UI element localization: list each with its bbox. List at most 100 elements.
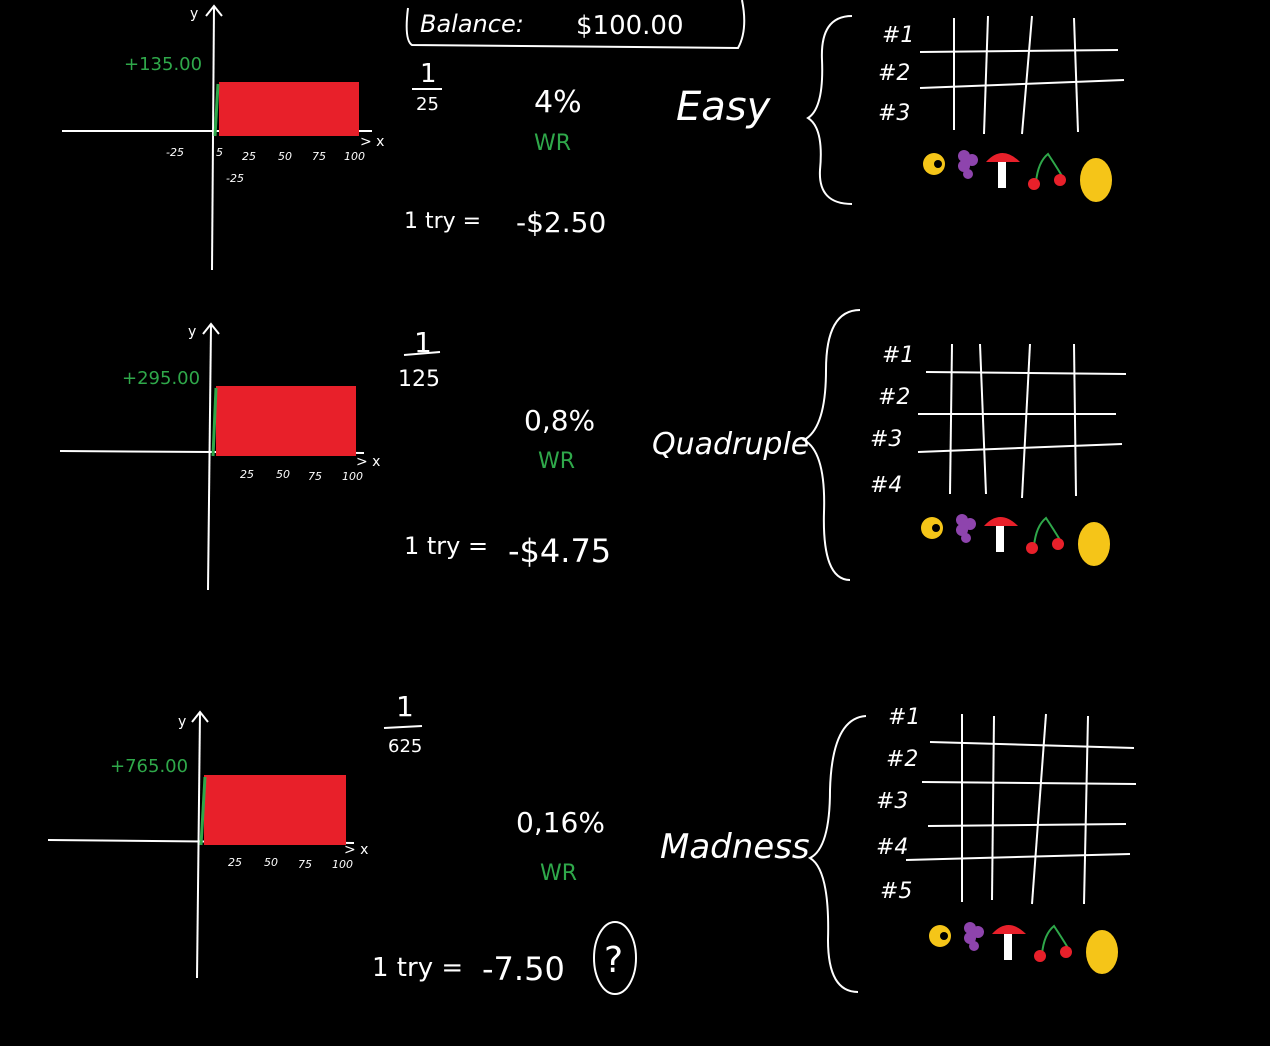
x-tick: 25	[240, 468, 254, 481]
x-tick: 100	[342, 470, 363, 483]
payout-chart-easy: y > x +135.00 -25 5 25 50 75 100 -25	[62, 4, 384, 271]
x-tick: 5	[216, 146, 223, 159]
x-tick: 75	[308, 470, 322, 483]
try-cost: -$2.50	[516, 206, 606, 239]
row-label: #2	[878, 385, 910, 410]
mode-label: Quadruple	[652, 427, 809, 462]
reel-grid-easy: #1 #2 #3	[878, 15, 1125, 135]
payout-line	[199, 776, 207, 846]
reel-grid-quadruple: #1 #2 #3 #4	[870, 343, 1127, 499]
mode-label: Madness	[660, 827, 810, 867]
max-payout-label: +295.00	[122, 368, 200, 389]
odds-denominator: 125	[398, 367, 440, 392]
y-axis-label: y	[188, 324, 196, 340]
row-label: #1	[882, 23, 914, 48]
loss-area-bar	[219, 82, 359, 136]
payout-chart-madness: y > x +765.00 25 50 75 100	[47, 710, 368, 979]
y-axis-label: y	[190, 6, 198, 22]
row-label: #3	[878, 101, 910, 126]
try-label: 1 try =	[372, 953, 463, 983]
bell-icon	[923, 153, 945, 175]
question-mark-circle: ?	[593, 921, 637, 995]
row-label: #5	[880, 879, 912, 904]
mushroom-icon	[984, 517, 1018, 552]
y-axis	[211, 5, 215, 271]
question-mark: ?	[604, 940, 623, 981]
grapes-icon	[958, 150, 978, 179]
reel-grid-madness: #1 #2 #3 #4 #5	[876, 705, 1137, 905]
odds-numerator: 1	[414, 326, 432, 359]
lemon-icon	[1078, 522, 1110, 566]
y-axis	[196, 711, 201, 979]
x-tick: 50	[264, 856, 278, 869]
cherry-icon	[1028, 152, 1066, 190]
symbol-row	[921, 514, 1110, 566]
wr-label: WR	[540, 861, 577, 886]
fraction-bar	[403, 351, 441, 356]
row-label: #4	[876, 835, 908, 860]
payout-line	[211, 387, 218, 457]
x-tick: -25	[166, 146, 184, 159]
x-tick: 50	[276, 468, 290, 481]
cherry-icon	[1034, 924, 1072, 962]
x-tick: 100	[344, 150, 365, 163]
try-label: 1 try =	[404, 532, 488, 560]
x-tick: 25	[228, 856, 242, 869]
balance-box: Balance: $100.00	[405, 0, 746, 50]
payout-chart-quadruple: y > x +295.00 25 50 75 100	[59, 322, 380, 591]
x-tick: 100	[332, 858, 353, 871]
grapes-icon	[964, 922, 984, 951]
lemon-icon	[1080, 158, 1112, 202]
odds-numerator: 1	[420, 59, 437, 89]
section-quadruple: y > x +295.00 25 50 75 100 1 125 0,8% WR…	[59, 309, 1127, 591]
brace	[806, 15, 853, 205]
x-axis-label: > x	[360, 134, 384, 150]
section-madness: y > x +765.00 25 50 75 100 1 625 0,16% W…	[47, 690, 1137, 995]
try-cost: -7.50	[482, 950, 565, 988]
y-axis-label: y	[178, 714, 186, 730]
symbol-row	[923, 150, 1112, 202]
symbol-row	[929, 922, 1118, 974]
bell-icon	[921, 517, 943, 539]
payout-line	[213, 83, 220, 137]
x-axis-label: > x	[356, 454, 380, 470]
mushroom-icon	[992, 925, 1026, 960]
y-arrow	[202, 322, 220, 335]
try-cost: -$4.75	[508, 532, 611, 570]
y-tick: -25	[226, 172, 244, 185]
row-label: #2	[886, 747, 918, 772]
bell-icon	[929, 925, 951, 947]
odds-denominator: 625	[388, 736, 422, 757]
wr-label: WR	[534, 131, 571, 156]
mushroom-icon	[986, 153, 1020, 188]
wr-label: WR	[538, 449, 575, 474]
balance-value: $100.00	[576, 11, 684, 41]
win-rate: 0,16%	[516, 806, 605, 839]
win-rate: 0,8%	[524, 404, 595, 437]
row-label: #1	[882, 343, 914, 368]
brace	[807, 715, 867, 993]
x-tick: 50	[278, 150, 292, 163]
loss-area-bar	[204, 775, 346, 845]
row-label: #2	[878, 61, 910, 86]
win-rate: 4%	[534, 85, 582, 120]
max-payout-label: +135.00	[124, 54, 202, 75]
x-tick: 75	[298, 858, 312, 871]
x-tick: 75	[312, 150, 326, 163]
y-arrow	[191, 710, 209, 723]
mode-label: Easy	[676, 84, 772, 130]
lemon-icon	[1086, 930, 1118, 974]
brace	[801, 309, 861, 581]
x-tick: 25	[242, 150, 256, 163]
y-arrow	[205, 4, 223, 17]
row-label: #1	[888, 705, 920, 730]
row-label: #3	[870, 427, 902, 452]
fraction-bar	[383, 725, 423, 729]
grapes-icon	[956, 514, 976, 543]
section-easy: y > x +135.00 -25 5 25 50 75 100 -25 1 2…	[62, 4, 1125, 271]
row-label: #3	[876, 789, 908, 814]
try-label: 1 try =	[404, 209, 481, 234]
odds-numerator: 1	[396, 690, 414, 723]
loss-area-bar	[216, 386, 356, 456]
